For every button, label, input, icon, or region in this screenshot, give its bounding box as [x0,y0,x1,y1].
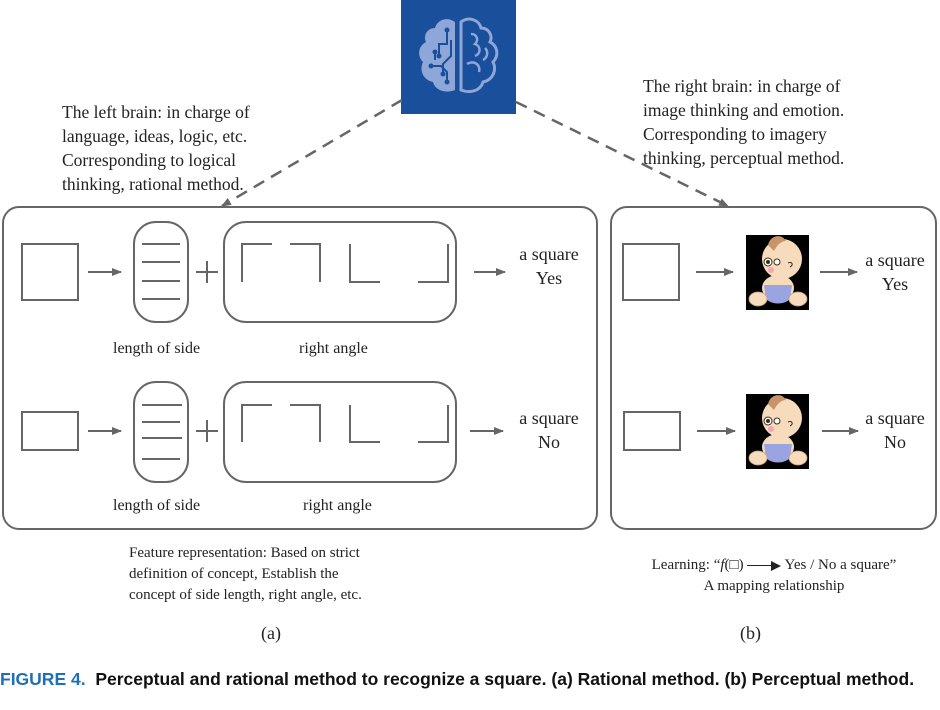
plus-sign [196,261,218,283]
panel-b-row-2 [623,411,859,451]
corner-top-right [290,243,321,282]
panel-b-row-1 [622,243,858,301]
brain-circuit-icon [419,17,499,94]
right-angle-box [223,221,457,323]
side-length-capsule [133,381,189,483]
panel-b-note: Learning: “f(□) Yes / No a square” A map… [614,555,934,597]
panel-a-row-1 [21,221,506,323]
corner-bottom-right [418,244,449,283]
output-label: a square No [519,408,579,452]
corner-top-right [290,404,321,442]
sublabel-a: (a) [261,623,281,643]
input-rectangle [21,411,79,451]
panel-a-note: Feature representation: Based on strict … [129,545,362,603]
left-brain-description: The left brain: in charge of language, i… [62,102,250,194]
input-rectangle [623,411,681,451]
corner-top-left [241,243,272,282]
corner-bottom-left [349,244,380,283]
baby-illustration [746,394,809,469]
output-label: a square No [865,408,925,452]
right-angle-box [223,381,457,483]
panel-a-frame [2,206,598,530]
right-angle-label: right angle [303,497,372,514]
baby-illustration [746,235,809,310]
corner-top-left [241,404,272,442]
left-brain-dashed-arrow [221,98,403,208]
output-label: a square Yes [865,250,925,294]
mapping-formula: Learning: “f(□) Yes / No a square” [651,557,897,573]
corner-bottom-left [349,405,380,443]
caption-text: Perceptual and rational method to recogn… [95,669,915,689]
mapping-arrow-icon [747,560,782,571]
panel-b-frame [610,206,937,530]
output-label: a square Yes [519,244,579,288]
figure-caption: FIGURE 4. Perceptual and rational method… [0,668,930,690]
input-square [21,243,79,301]
plus-sign [196,420,218,442]
side-length-label: length of side [113,497,201,514]
side-length-capsule [133,221,189,323]
figure-label: FIGURE 4. [0,669,86,689]
sublabel-b: (b) [740,623,761,643]
input-square [622,243,680,301]
brain-icon-tile [401,0,516,114]
right-brain-description: The right brain: in charge of image thin… [643,76,845,168]
right-brain-dashed-arrow [515,100,729,208]
right-angle-label: right angle [299,340,368,357]
corner-bottom-right [418,405,449,443]
panel-a-row-2 [21,381,504,483]
side-length-label: length of side [113,340,201,357]
